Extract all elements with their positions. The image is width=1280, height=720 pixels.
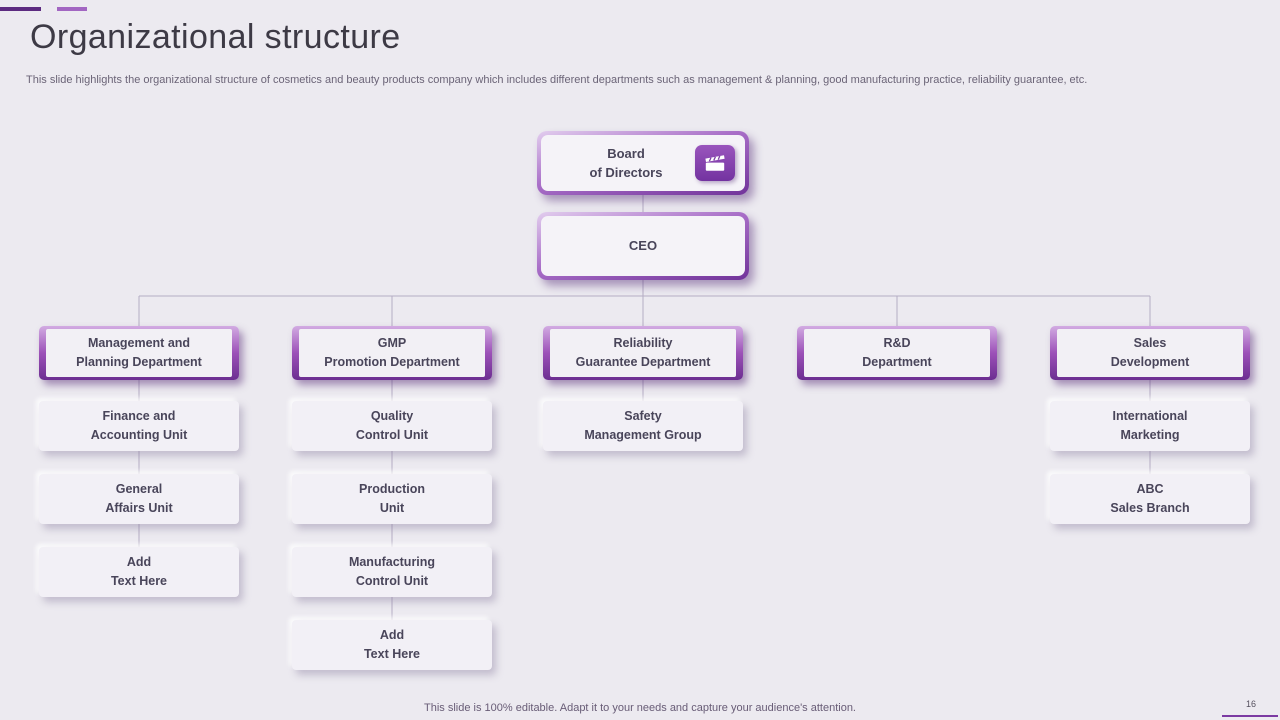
unit-label: Quality Control Unit xyxy=(355,409,429,442)
org-node-unit-abc-sales-branch[interactable]: ABC Sales Branch xyxy=(1050,474,1250,524)
board-inner: Board of Directors xyxy=(541,135,745,191)
unit-label: General Affairs Unit xyxy=(105,482,173,515)
org-node-dept-reliability-guarantee[interactable]: Reliability Guarantee Department xyxy=(543,326,743,380)
slide-subtitle: This slide highlights the organizational… xyxy=(26,74,1088,86)
unit-label: Add Text Here xyxy=(110,555,168,588)
ceo-label: CEO xyxy=(628,238,658,254)
org-node-board-of-directors[interactable]: Board of Directors xyxy=(537,131,749,195)
decorative-dash-light xyxy=(57,7,87,11)
unit-label: Safety Management Group xyxy=(584,409,702,442)
dept-label: Reliability Guarantee Department xyxy=(575,336,711,369)
unit-label: International Marketing xyxy=(1112,409,1188,442)
board-label: Board of Directors xyxy=(589,145,663,181)
org-node-unit-add-text-2[interactable]: Add Text Here xyxy=(292,620,492,670)
org-node-unit-international-marketing[interactable]: International Marketing xyxy=(1050,401,1250,451)
unit-label: Production Unit xyxy=(359,482,425,515)
unit-label: Manufacturing Control Unit xyxy=(348,555,436,588)
dept-label: GMP Promotion Department xyxy=(324,336,460,369)
dept-label: R&D Department xyxy=(862,336,932,369)
org-node-dept-management-planning[interactable]: Management and Planning Department xyxy=(39,326,239,380)
org-node-dept-gmp-promotion[interactable]: GMP Promotion Department xyxy=(292,326,492,380)
org-node-dept-sales-development[interactable]: Sales Development xyxy=(1050,326,1250,380)
page-number: 16 xyxy=(1245,699,1256,709)
clapperboard-icon xyxy=(695,145,735,181)
org-node-unit-finance-accounting[interactable]: Finance and Accounting Unit xyxy=(39,401,239,451)
dept-label: Management and Planning Department xyxy=(76,336,202,369)
org-node-unit-general-affairs[interactable]: General Affairs Unit xyxy=(39,474,239,524)
unit-label: ABC Sales Branch xyxy=(1110,482,1190,515)
slide-title: Organizational structure xyxy=(30,18,401,56)
org-node-dept-rd[interactable]: R&D Department xyxy=(797,326,997,380)
decorative-dash-dark xyxy=(0,7,41,11)
org-node-unit-manufacturing-control[interactable]: Manufacturing Control Unit xyxy=(292,547,492,597)
unit-label: Add Text Here xyxy=(363,628,421,661)
slide-footer-note: This slide is 100% editable. Adapt it to… xyxy=(424,702,856,714)
page-number-accent-bar xyxy=(1222,715,1278,717)
org-node-unit-production[interactable]: Production Unit xyxy=(292,474,492,524)
ceo-inner: CEO xyxy=(541,216,745,276)
dept-label: Sales Development xyxy=(1110,336,1190,369)
unit-label: Finance and Accounting Unit xyxy=(90,409,188,442)
org-node-unit-safety-management[interactable]: Safety Management Group xyxy=(543,401,743,451)
org-node-unit-quality-control[interactable]: Quality Control Unit xyxy=(292,401,492,451)
org-node-ceo[interactable]: CEO xyxy=(537,212,749,280)
org-node-unit-add-text-1[interactable]: Add Text Here xyxy=(39,547,239,597)
